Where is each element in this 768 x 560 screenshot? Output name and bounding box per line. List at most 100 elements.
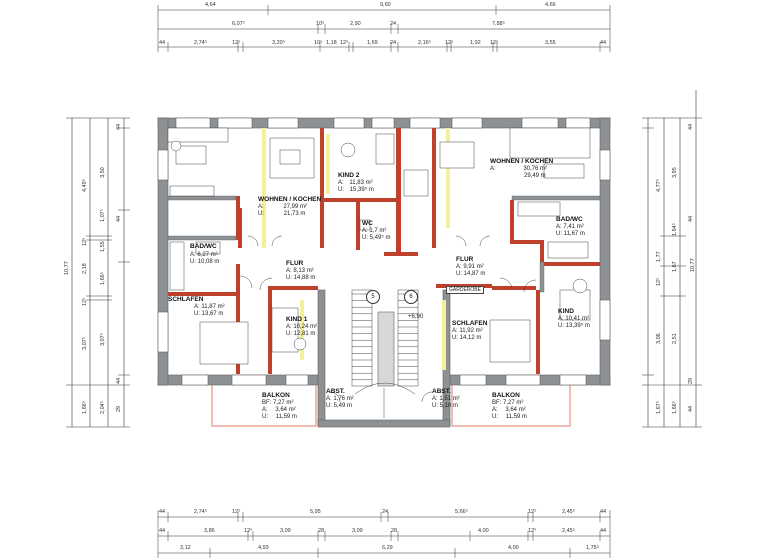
dim-top-r2-e: 7,88⁵	[492, 21, 505, 27]
dim-right-c3-3: 44	[688, 405, 694, 412]
dim-left-c3-1: 44	[116, 215, 122, 222]
room-flur-right-a: A: 9,91 m²	[456, 264, 484, 270]
room-abst-left-a: A: 1,76 m²	[326, 396, 354, 402]
room-kind1-u: U: 12,81 m	[286, 331, 316, 337]
dim-top-r3-13: 3,55	[545, 40, 556, 46]
dim-left-c2-4: 3,07⁵	[100, 333, 106, 346]
insulation-strips	[262, 128, 450, 370]
room-abst-right-u: U: 5,10 m	[432, 403, 459, 409]
right-dimension-chains	[642, 90, 702, 428]
left-dimension-chains	[66, 117, 130, 428]
dim-top-r2-a: 6,07⁵	[232, 21, 245, 27]
room-kind2-a: A: 11,83 m²	[338, 180, 373, 186]
dim-bot-r1-1: 2,74⁵	[194, 509, 207, 515]
dim-left-c1-5: 1,66⁵	[82, 401, 88, 414]
dim-left-c1-2: 2,18	[82, 263, 88, 274]
room-kind-right-a: A: 10,41 m²	[558, 316, 590, 322]
top-dimension-chains	[157, 5, 611, 52]
windows-top	[175, 117, 591, 129]
room-kind2-name: KIND 2	[338, 172, 360, 179]
dim-bot-r1-0: 44	[159, 509, 166, 515]
room-kind-right-name: KIND	[558, 308, 574, 315]
room-balkon-left-name: BALKON	[262, 392, 290, 399]
room-balkon-left-bf: BF: 7,27 m²	[262, 400, 294, 406]
dim-right-c3-2: 29	[688, 377, 694, 384]
dim-bot-r1-7: 2,45⁵	[562, 509, 575, 515]
dim-bot-r2-9: 2,45⁵	[562, 528, 575, 534]
dim-right-c1-2: 12⁵	[656, 277, 662, 286]
dim-top-r3-11: 1,92	[470, 40, 481, 46]
dim-bot-r1-5: 5,66⁵	[455, 509, 468, 515]
room-bad-right-a: A: 7,41 m²	[556, 224, 584, 230]
room-balkon-right-u: U: 11,59 m	[492, 414, 527, 420]
room-wc-a: A: 1,7 m²	[362, 228, 387, 234]
dim-bot-r2-0: 44	[159, 528, 166, 534]
dim-bot-r2-5: 3,09	[352, 528, 363, 534]
dim-top-r3-9: 2,16⁵	[418, 40, 431, 46]
dim-left-c1-3: 12⁵	[82, 297, 88, 306]
dim-bot-r2-4: 28	[318, 528, 325, 534]
room-wohnen-left-a: A: 27,99 m²	[258, 204, 308, 210]
dim-top-r3-10: 12⁵	[445, 40, 454, 46]
room-schlafen-right-u: U: 14,12 m	[452, 335, 482, 341]
dim-right-c2-4: 1,66⁵	[672, 401, 678, 414]
dim-top-r2-b: 10⁵	[316, 21, 325, 27]
room-abst-left-u: U: 5,49 m	[326, 403, 353, 409]
room-kind1-a: A: 10,24 m²	[286, 324, 318, 330]
dim-right-c2-1: 1,64⁵	[672, 223, 678, 236]
dim-left-c2-2: 1,55	[100, 241, 106, 252]
room-schlafen-left-a: A: 11,87 m²	[194, 304, 225, 310]
dim-right-total: 10,77	[690, 258, 696, 272]
room-balkon-right-bf: BF: 7,27 m²	[492, 400, 524, 406]
room-flur-left-name: FLUR	[286, 260, 304, 267]
dim-top-r3-7: 1,69	[367, 40, 378, 46]
grey-walls	[167, 195, 601, 293]
dim-bot-r2-1: 3,86	[204, 528, 215, 534]
dim-right-c1-1: 1,77	[656, 251, 662, 262]
room-schlafen-right-name: SCHLAFEN	[452, 320, 488, 327]
unit-6-marker: 6	[404, 290, 418, 304]
dim-left-c3-3: 29	[116, 405, 122, 412]
dim-top-r3-2: 12⁵	[232, 40, 241, 46]
room-wc-name: WC	[362, 220, 373, 227]
dim-top-r3-0: 44	[159, 40, 166, 46]
dim-bot-r2-3: 3,09	[280, 528, 291, 534]
dim-bot-r1-8: 44	[600, 509, 607, 515]
dim-bot-r3-3: 4,00	[508, 545, 519, 551]
room-balkon-right-name: BALKON	[492, 392, 520, 399]
dim-right-c3-0: 44	[688, 123, 694, 130]
balcony-left-slab	[211, 383, 317, 427]
dim-top-r3-1: 2,74⁵	[194, 40, 207, 46]
room-wohnen-left-name: WOHNEN / KOCHEN	[258, 196, 322, 203]
dim-top-r3-12: 12⁵	[490, 40, 499, 46]
room-wohnen-left-u: U: 21,73 m	[258, 211, 306, 217]
bottom-dimension-chains	[157, 510, 611, 558]
dim-top-r3-8: 24	[390, 40, 397, 46]
room-flur-left-a: A: 8,13 m²	[286, 268, 314, 274]
dim-bot-r3-1: 4,93	[258, 545, 269, 551]
dim-top-r3-6: 12⁵	[340, 40, 349, 46]
room-kind-right-u: U: 13,39⁵ m	[558, 323, 590, 329]
room-wohnen-right-a: A: 30,76 m²	[490, 166, 548, 172]
room-bad-left-name: BAD/WC	[190, 243, 217, 250]
dim-top-r3-14: 44	[600, 40, 607, 46]
dim-right-c2-3: 2,51	[672, 333, 678, 344]
dim-bot-r3-2: 6,29	[382, 545, 393, 551]
dim-top-r2-d: 24	[390, 21, 397, 27]
room-schlafen-left-u: U: 13,67 m	[194, 311, 224, 317]
room-bad-left-u: U: 10,08 m	[190, 259, 220, 265]
dim-right-c1-3: 3,06	[656, 333, 662, 344]
room-balkon-right-a: A: 3,64 m²	[492, 407, 526, 413]
dim-bot-r3-0: 3,12	[180, 545, 191, 551]
dim-top-r1-b: 9,60	[380, 2, 391, 8]
dim-bot-r2-8: 12⁵	[528, 528, 537, 534]
dim-bot-r2-10: 44	[600, 528, 607, 534]
dim-bot-r2-7: 4,00	[478, 528, 489, 534]
dim-left-c1-0: 4,49⁵	[82, 179, 88, 192]
dim-top-r3-5: 1,18	[326, 40, 337, 46]
dim-bot-r2-6: 28	[391, 528, 398, 534]
room-flur-left-u: U: 14,88 m	[286, 275, 316, 281]
room-abst-right-a: A: 1,51 m²	[432, 396, 460, 402]
unit-5-marker: 5	[366, 290, 380, 304]
